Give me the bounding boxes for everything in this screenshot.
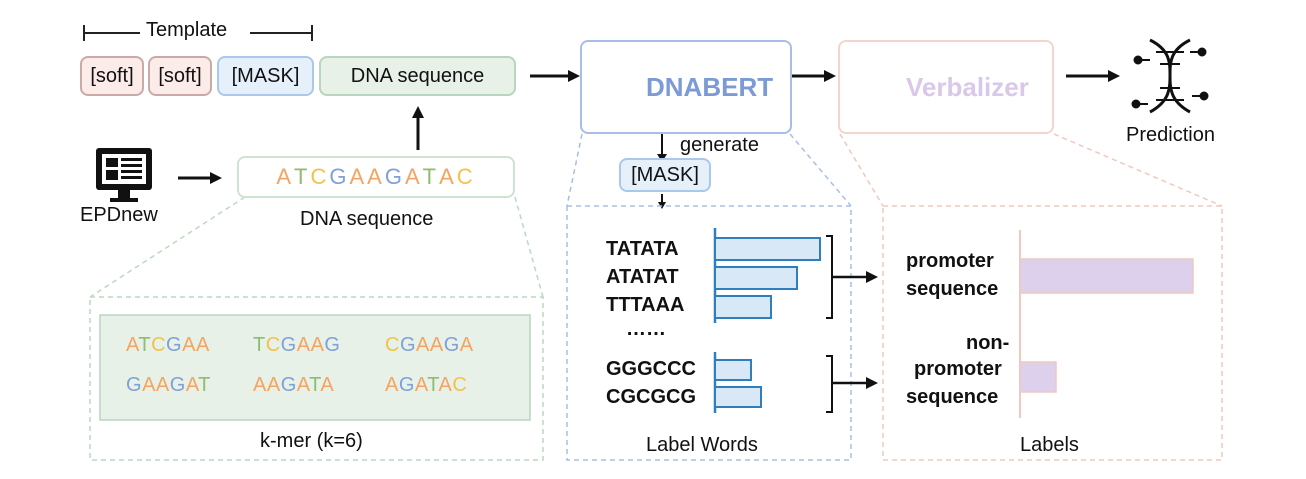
label-word-tttaaa: TTTAAA	[606, 294, 685, 316]
epdnew-label: EPDnew	[80, 204, 158, 226]
kmer-4-base-3: A	[155, 374, 170, 396]
kmer-6-base-1: A	[385, 374, 399, 396]
kmer-4-base-1: G	[126, 374, 143, 396]
soft-token-2: [soft]	[148, 56, 212, 96]
kmer-1: ATCGAA	[126, 334, 210, 357]
kmer-caption: k-mer (k=6)	[260, 430, 363, 452]
kmer-4-base-2: A	[142, 374, 156, 396]
kmer-2-base-2: C	[265, 334, 281, 356]
dna-icon	[1131, 38, 1209, 114]
label-word-gggccc: GGGCCC	[606, 358, 696, 380]
kmer-3-base-5: G	[443, 334, 460, 356]
bar-tttaaa	[714, 295, 772, 319]
kmer-2-base-4: A	[296, 334, 311, 356]
kmer-5-base-2: A	[266, 374, 281, 396]
bar-cgcgcg	[714, 386, 762, 408]
label-promoter-line1: promoter	[906, 250, 994, 272]
bar-tatata	[714, 237, 821, 261]
dna-base-4: G	[329, 164, 350, 189]
kmer-6-base-5: A	[438, 374, 453, 396]
kmer-2-base-6: G	[324, 334, 341, 356]
kmer-1-base-6: A	[195, 334, 210, 356]
bar-gggccc	[714, 359, 752, 381]
kmer-2-base-3: G	[280, 334, 297, 356]
kmer-5-base-6: A	[320, 374, 335, 396]
kmer-3: CGAAGA	[385, 334, 474, 357]
kmer-5-base-3: G	[280, 374, 297, 396]
dna-base-3: C	[310, 164, 330, 189]
kmer-6-base-2: G	[398, 374, 415, 396]
label-word-cgcgcg: CGCGCG	[606, 386, 696, 408]
kmer-3-base-1: C	[385, 334, 400, 356]
kmer-5-base-1: A	[253, 374, 267, 396]
bar-atatat	[714, 266, 798, 290]
dnabert-label: DNABERT	[646, 71, 774, 102]
kmer-1-base-1: A	[126, 334, 139, 356]
generated-mask: [MASK]	[619, 158, 711, 192]
kmer-5: AAGATA	[253, 374, 334, 397]
kmer-6-base-3: A	[414, 374, 428, 396]
label-words-caption: Label Words	[646, 434, 758, 456]
kmer-5-base-4: A	[296, 374, 310, 396]
dna-base-7: G	[384, 164, 405, 189]
kmer-1-base-4: G	[166, 334, 183, 356]
dna-base-11: C	[456, 164, 476, 189]
label-words-ellipsis: ……	[626, 318, 666, 340]
label-nonpromoter-line3: sequence	[906, 386, 999, 408]
dnabert-box: DNABERT	[580, 40, 792, 134]
kmer-1-base-2: T	[138, 334, 152, 356]
verbalizer-label: Verbalizer	[906, 71, 1029, 102]
dna-base-8: A	[404, 164, 423, 189]
kmer-2-base-5: A	[310, 334, 325, 356]
dna-sequence-token: DNA sequence	[319, 56, 516, 96]
dna-base-1: A	[276, 164, 294, 189]
label-nonpromoter-line2: promoter	[914, 358, 1002, 380]
labels-caption: Labels	[1020, 434, 1079, 456]
kmer-2: TCGAAG	[253, 334, 340, 357]
dna-sequence-caption: DNA sequence	[300, 208, 434, 230]
label-promoter-line2: sequence	[906, 278, 999, 300]
mask-token: [MASK]	[217, 56, 314, 96]
kmer-5-base-5: T	[309, 374, 321, 396]
label-word-tatata: TATATA	[606, 238, 679, 260]
dna-base-10: A	[439, 164, 457, 189]
dna-base-5: A	[349, 164, 368, 189]
kmer-6: AGATAC	[385, 374, 467, 397]
prediction-label: Prediction	[1126, 124, 1215, 146]
kmer-3-base-2: G	[399, 334, 417, 356]
label-nonpromoter-line1: non-	[966, 332, 1010, 354]
kmer-6-base-4: T	[427, 374, 439, 396]
label-word-atatat: ATATAT	[606, 266, 679, 288]
soft-token-1: [soft]	[80, 56, 144, 96]
template-label: Template	[146, 19, 228, 41]
kmer-1-base-3: C	[151, 334, 167, 356]
generate-label: generate	[680, 134, 759, 156]
verbalizer-box: Verbalizer	[838, 40, 1054, 134]
kmer-1-base-5: A	[182, 334, 196, 356]
kmer-4: GAAGAT	[126, 374, 211, 397]
bar-promoter	[1019, 258, 1194, 294]
kmer-3-base-3: A	[416, 334, 430, 356]
bar-nonpromoter	[1019, 361, 1057, 393]
dna-base-2: T	[294, 164, 311, 189]
kmer-6-base-6: C	[452, 374, 468, 396]
dna-base-9: T	[422, 164, 440, 189]
kmer-3-base-4: A	[429, 334, 444, 356]
kmer-2-base-1: T	[253, 334, 266, 356]
dna-base-6: A	[367, 164, 385, 189]
kmer-3-base-6: A	[459, 334, 474, 356]
kmer-4-base-5: A	[185, 374, 199, 396]
kmer-4-base-4: G	[169, 374, 186, 396]
monitor-icon	[96, 148, 152, 202]
kmer-4-base-6: T	[198, 374, 211, 396]
